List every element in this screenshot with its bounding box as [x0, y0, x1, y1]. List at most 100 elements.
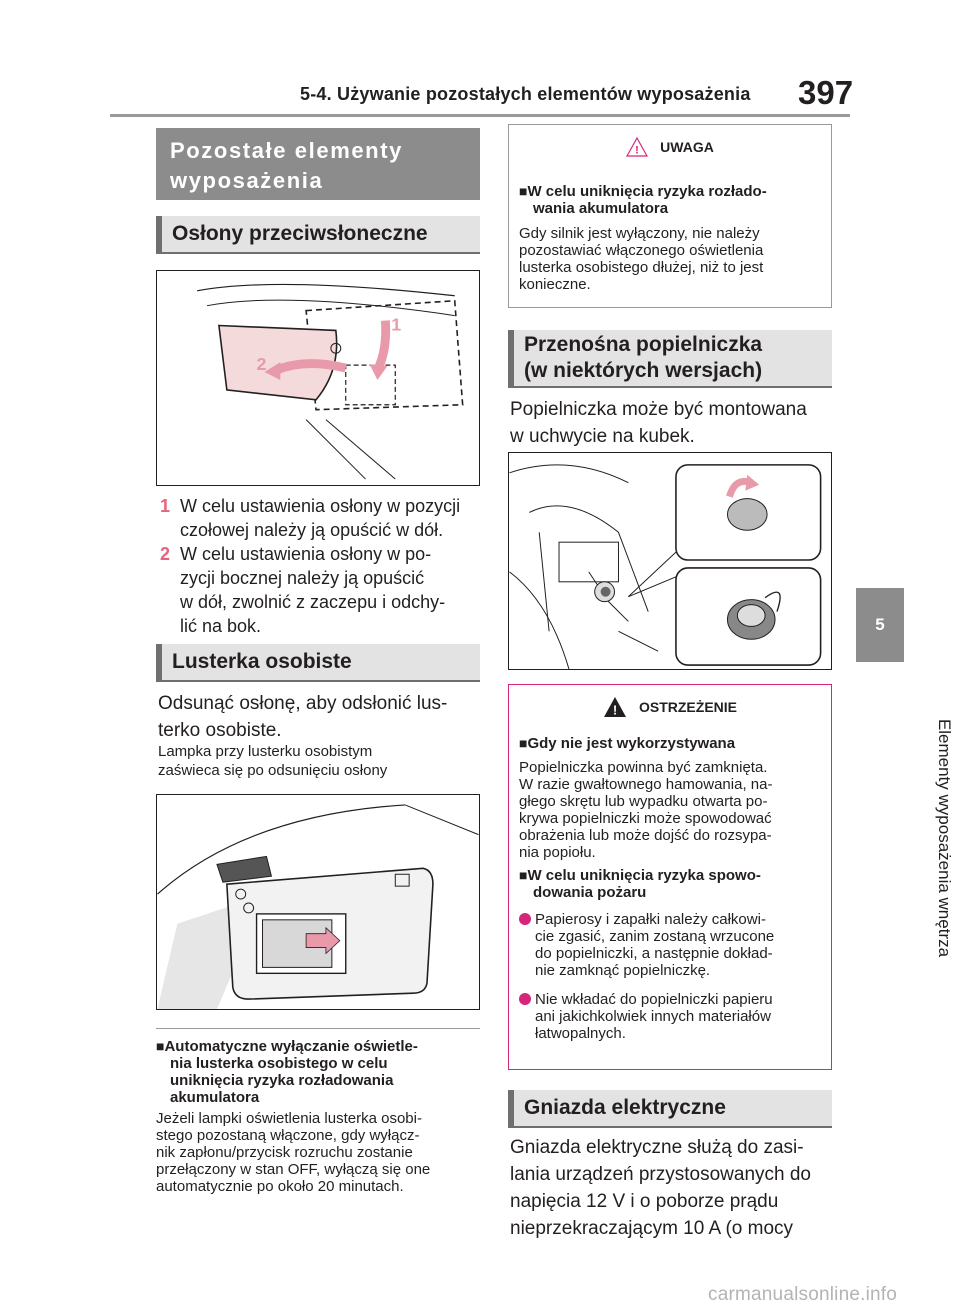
step-text: W celu ustawienia osłony w po- zycji boc… [180, 542, 445, 638]
text-line: głego skrętu lub wypadku otwarta po- [519, 793, 768, 810]
square-bullet: ■ [519, 867, 528, 883]
subtitle-line: W celu uniknięcia ryzyka spowo- [527, 867, 761, 884]
subtitle-line: wania akumulatora [533, 200, 669, 217]
svg-text:!: ! [613, 703, 617, 718]
bullet-dot-icon [519, 993, 531, 1005]
text-line: stego pozostaną włączone, gdy wyłącz- [156, 1127, 420, 1144]
main-heading-line: wyposażenia [170, 168, 324, 193]
chapter-tab: 5 [856, 588, 904, 662]
text-line: Odsunąć osłonę, aby odsłonić lus- [158, 693, 448, 714]
text-line: nia popiołu. [519, 844, 596, 861]
warning-header: ! OSTRZEŻENIE [509, 685, 831, 729]
text-line: Popielniczka powinna być zamknięta. [519, 759, 768, 776]
text-line: zaświeca się po odsunięciu osłony [158, 762, 388, 779]
text-line: pozostawiać włączonego oświetlenia [519, 242, 764, 259]
sunvisors-heading: Osłony przeciwsłoneczne [156, 216, 480, 254]
text-line: automatycznie po około 20 minutach. [156, 1178, 404, 1195]
warning-triangle-icon: ! [603, 697, 626, 718]
title-line: akumulatora [170, 1089, 260, 1106]
text-line: napięcia 12 V i o poborze prądu [510, 1191, 779, 1212]
warning-subtitle-2: ■W celu uniknięcia ryzyka spowo- dowania… [519, 867, 829, 901]
ashtray-text: Popielniczka może być montowana w uchwyc… [510, 396, 830, 450]
step-line: lić na bok. [180, 616, 262, 636]
auto-off-title: ■Automatyczne wyłączanie oświetle- nia l… [156, 1038, 480, 1106]
text-line: terko osobiste. [158, 720, 282, 741]
bullet-text: Nie wkładać do popielniczki papieru ani … [535, 991, 773, 1042]
header-rule [110, 114, 850, 117]
sun-visor-figure: 1 2 [156, 270, 480, 486]
caution-subtitle: ■W celu uniknięcia ryzyka rozłado- wania… [519, 183, 829, 217]
warning-box: ! OSTRZEŻENIE ■Gdy nie jest wykorzystywa… [508, 684, 832, 1070]
step-2: 2 W celu ustawienia osłony w po- zycji b… [160, 542, 480, 638]
svg-text:!: ! [635, 145, 639, 157]
text-line: ani jakichkolwiek innych materiałów [535, 1008, 771, 1025]
vanity-mirror-figure [156, 794, 480, 1010]
step-line: w dół, zwolnić z zaczepu i odchy- [180, 592, 446, 612]
square-bullet: ■ [519, 183, 528, 199]
subtitle-line: Gdy nie jest wykorzystywana [527, 735, 736, 752]
main-heading-line: Pozostałe elementy [170, 138, 403, 163]
text-line: Lampka przy lusterku osobistym [158, 743, 373, 760]
text-line: obrażenia lub może dojść do rozsypa- [519, 827, 772, 844]
caution-box: ! UWAGA ■W celu uniknięcia ryzyka rozład… [508, 124, 832, 308]
section-title: 5-4. Używanie pozostałych elementów wypo… [300, 84, 751, 104]
text-line: Papierosy i zapałki należy całkowi- [535, 911, 766, 928]
lamp-note: Lampka przy lusterku osobistym zaświeca … [158, 742, 478, 780]
warning-text-1: Popielniczka powinna być zamknięta. W ra… [519, 759, 829, 861]
mirrors-text: Odsunąć osłonę, aby odsłonić lus- terko … [158, 690, 478, 744]
ashtray-illustration [509, 464, 822, 669]
step-text: W celu ustawienia osłony w pozycji czoło… [180, 494, 460, 542]
text-line: nik zapłonu/przycisk rozruchu zostanie [156, 1144, 413, 1161]
subtitle-line: dowania pożaru [533, 884, 647, 901]
vanity-mirror-illustration [157, 804, 479, 1009]
title-line: nia lusterka osobistego w celu [170, 1055, 388, 1072]
text-line: Gdy silnik jest wyłączony, nie należy [519, 225, 760, 242]
text-line: przełączony w stan OFF, wyłączą się one [156, 1161, 431, 1178]
step-label-1: 1 [391, 314, 401, 334]
ashtray-heading: Przenośna popielniczka (w niektórych wer… [508, 330, 832, 388]
text-line: lusterka osobistego dłużej, niż to jest [519, 259, 764, 276]
square-bullet: ■ [519, 735, 528, 751]
socket-heading: Gniazda elektryczne [508, 1090, 832, 1128]
step-number: 2 [160, 544, 171, 564]
caution-label: UWAGA [660, 139, 714, 155]
caution-triangle-icon: ! [626, 137, 649, 157]
step-line: W celu ustawienia osłony w pozycji [180, 496, 461, 516]
text-line: krywa popielniczki może spowodować [519, 810, 772, 827]
step-number: 1 [160, 496, 171, 516]
bullet-dot-icon [519, 913, 531, 925]
ashtray-figure [508, 452, 832, 670]
title-line: Automatyczne wyłączanie oświetle- [164, 1038, 418, 1055]
text-line: w uchwycie na kubek. [510, 426, 695, 447]
text-line: Nie wkładać do popielniczki papieru [535, 991, 773, 1008]
caution-header: ! UWAGA [509, 125, 831, 169]
heading-line: (w niektórych wersjach) [524, 359, 763, 382]
bullet-text: Papierosy i zapałki należy całkowi- cie … [535, 911, 774, 979]
warning-subtitle-1: ■Gdy nie jest wykorzystywana [519, 735, 829, 752]
sun-visor-illustration: 1 2 [197, 283, 464, 480]
text-line: Popielniczka może być montowana [510, 399, 807, 420]
square-bullet: ■ [156, 1038, 165, 1054]
step-1: 1 W celu ustawienia osłony w pozycji czo… [160, 494, 480, 542]
mirrors-heading: Lusterka osobiste [156, 644, 480, 682]
warning-bullet-2: Nie wkładać do popielniczki papieru ani … [519, 991, 829, 1047]
text-line: nie zamknąć popielniczkę. [535, 962, 711, 979]
step-line: W celu ustawienia osłony w po- [180, 544, 432, 564]
heading-line: Przenośna popielniczka [524, 333, 763, 356]
step-line: czołowej należy ją opuścić w dół. [180, 520, 444, 540]
subtitle-line: W celu uniknięcia ryzyka rozłado- [527, 183, 767, 200]
text-line: Gniazda elektryczne służą do zasi- [510, 1137, 804, 1158]
step-label-2: 2 [257, 354, 267, 374]
warning-bullet-1: Papierosy i zapałki należy całkowi- cie … [519, 911, 829, 983]
text-line: do popielniczki, a następnie dokład- [535, 945, 773, 962]
chapter-label: Elementy wyposażenia wnętrza [935, 718, 954, 958]
text-line: konieczne. [519, 276, 591, 293]
note-rule [156, 1028, 480, 1029]
step-line: zycji bocznej należy ją opuścić [180, 568, 425, 588]
text-line: nieprzekraczającym 10 A (o mocy [510, 1218, 794, 1239]
text-line: łatwopalnych. [535, 1025, 626, 1042]
warning-label: OSTRZEŻENIE [638, 699, 737, 715]
auto-off-text: Jeżeli lampki oświetlenia lusterka osobi… [156, 1110, 480, 1195]
main-heading: Pozostałe elementy wyposażenia [156, 128, 480, 200]
watermark-url: carmanualsonline.info [708, 1284, 898, 1305]
